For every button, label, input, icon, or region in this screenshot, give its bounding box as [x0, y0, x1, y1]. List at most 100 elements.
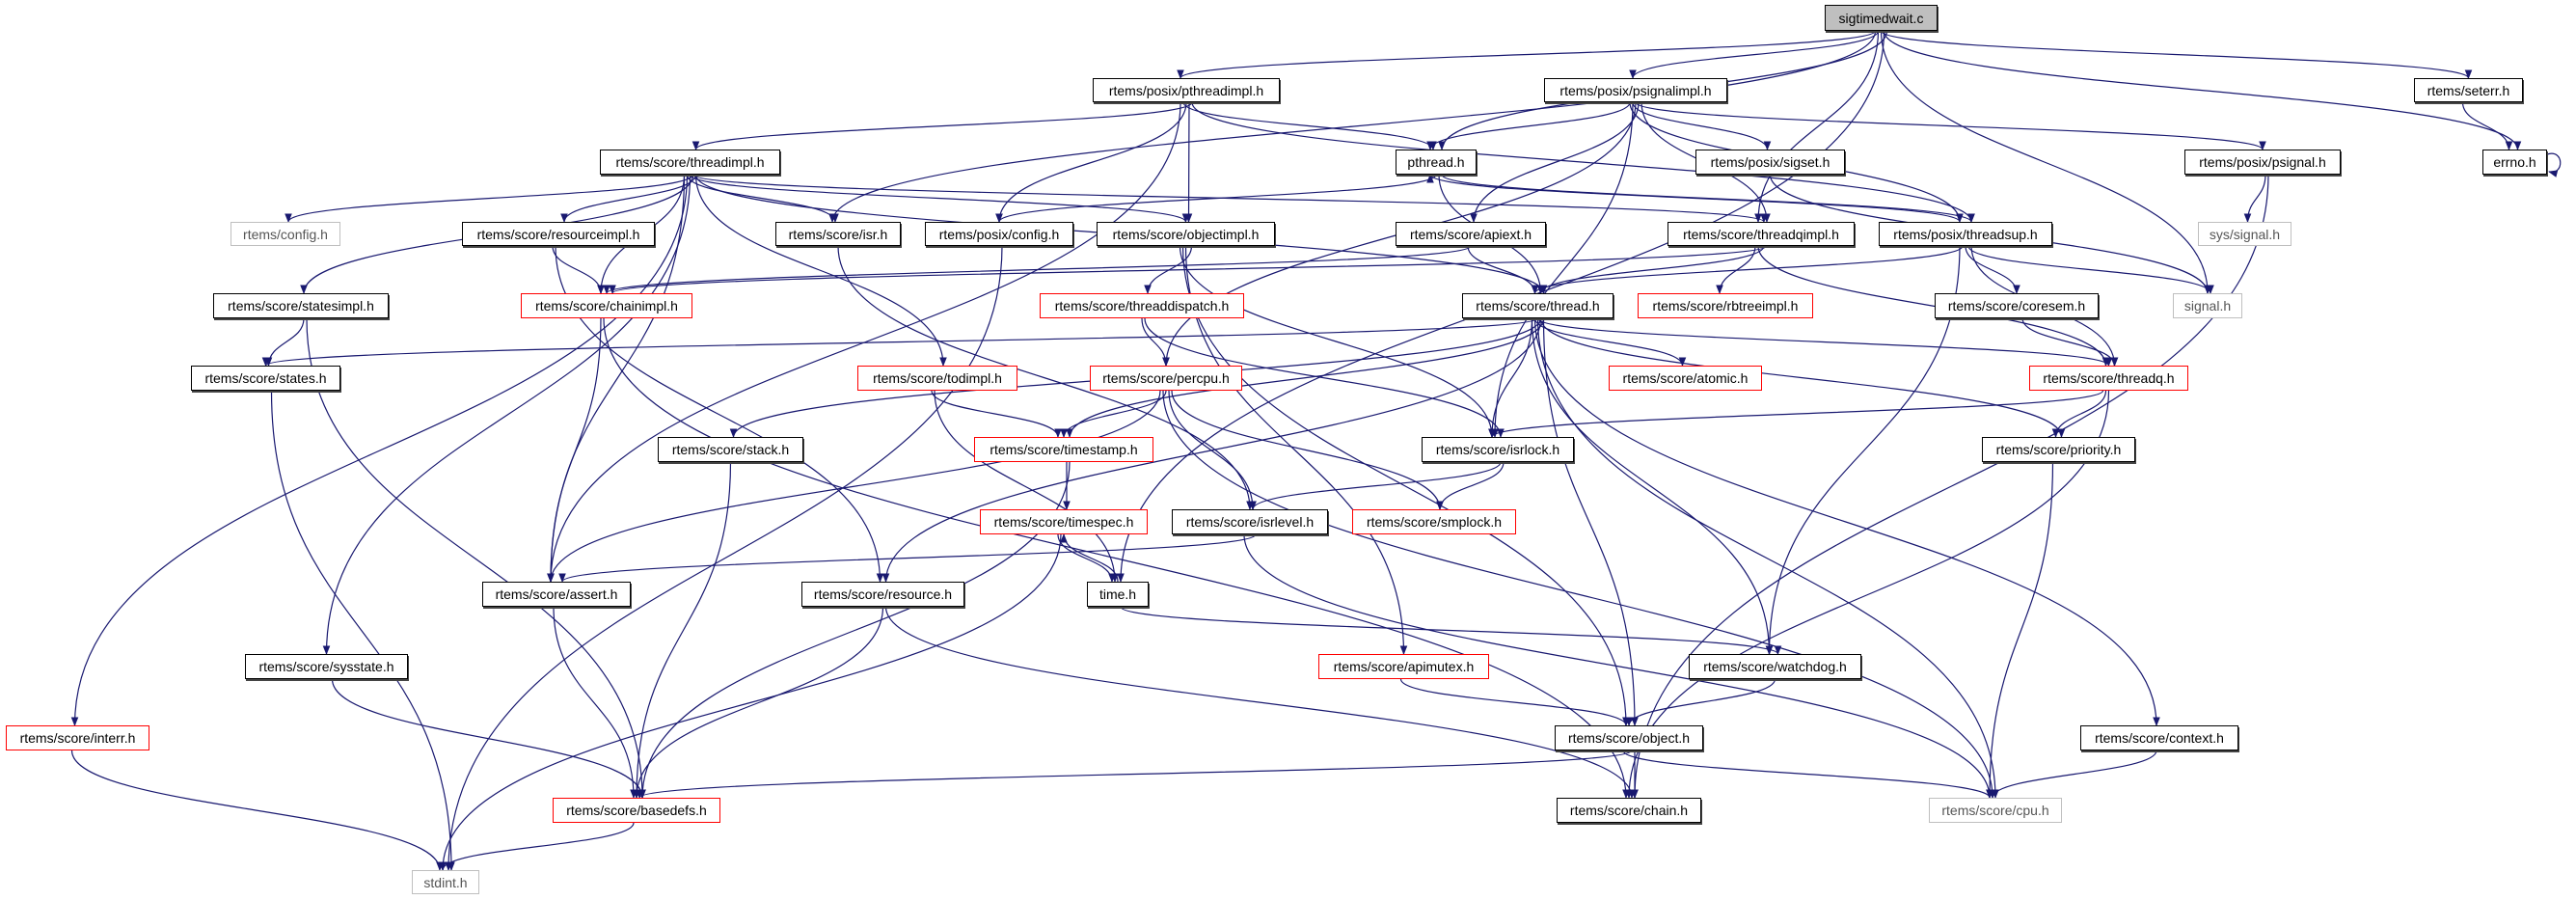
edge-interr-to-stdint: [70, 750, 444, 871]
node-resourceimpl[interactable]: rtems/score/resourceimpl.h: [462, 222, 655, 246]
edge-threadqimpl-to-threadq: [1757, 245, 2110, 367]
node-atomic[interactable]: rtems/score/atomic.h: [1609, 366, 1762, 391]
edge-seterr-to-errno: [2461, 101, 2513, 150]
node-pthreadimpl[interactable]: rtems/posix/pthreadimpl.h: [1093, 78, 1280, 102]
node-watchdog[interactable]: rtems/score/watchdog.h: [1689, 654, 1861, 679]
node-chain[interactable]: rtems/score/chain.h: [1557, 798, 1701, 823]
edge-thread-to-priority: [1539, 317, 2066, 438]
edge-threadq-to-priority: [2051, 390, 2107, 438]
node-isrlock[interactable]: rtems/score/isrlock.h: [1422, 437, 1574, 462]
node-resource[interactable]: rtems/score/resource.h: [801, 582, 964, 607]
node-threadsup[interactable]: rtems/posix/threadsup.h: [1879, 222, 2052, 246]
node-thread[interactable]: rtems/score/thread.h: [1462, 293, 1613, 318]
edge-errno-to-errno: [2546, 152, 2562, 177]
edge-threaddispatch-to-percpu: [1141, 317, 1170, 367]
edge-resource-to-chain: [884, 606, 1636, 799]
node-psignalimpl[interactable]: rtems/posix/psignalimpl.h: [1544, 78, 1727, 102]
node-todimpl[interactable]: rtems/score/todimpl.h: [857, 366, 1017, 391]
edge-percpu-to-smplock: [1171, 390, 1444, 510]
edge-threaddispatch-to-isrlock: [1144, 317, 1505, 438]
node-apiext[interactable]: rtems/score/apiext.h: [1396, 222, 1546, 246]
edge-thread-to-isrlock: [1488, 317, 1533, 438]
node-pthread[interactable]: pthread.h: [1396, 150, 1477, 175]
edge-sigtimedwait-to-signal: [1880, 30, 2211, 294]
edge-context-to-cpu: [1989, 750, 2157, 799]
edge-sigtimedwait-to-pthreadimpl: [1177, 30, 1877, 79]
node-rbtreeimpl[interactable]: rtems/score/rbtreeimpl.h: [1638, 293, 1813, 318]
node-apimutex[interactable]: rtems/score/apimutex.h: [1318, 654, 1489, 679]
edge-thread-to-timestamp: [1066, 317, 1545, 438]
node-smplock[interactable]: rtems/score/smplock.h: [1352, 509, 1516, 534]
node-priority[interactable]: rtems/score/priority.h: [1982, 437, 2135, 462]
edge-thread-to-resource: [881, 317, 1542, 583]
node-signal[interactable]: signal.h: [2173, 293, 2242, 318]
edge-isrlock-to-smplock: [1436, 461, 1505, 510]
node-statesimpl[interactable]: rtems/score/statesimpl.h: [213, 293, 389, 318]
edge-thread-to-cpu: [1536, 317, 1999, 799]
node-sigset[interactable]: rtems/posix/sigset.h: [1695, 150, 1845, 175]
node-assert[interactable]: rtems/score/assert.h: [482, 582, 631, 607]
edge-thread-to-states: [262, 317, 1539, 367]
edge-assert-to-basedefs: [553, 606, 637, 799]
edge-threadsup-to-signal: [1967, 245, 2214, 294]
node-timespec[interactable]: rtems/score/timespec.h: [980, 509, 1148, 534]
node-time[interactable]: time.h: [1087, 582, 1149, 607]
edge-threadimpl-to-interr: [70, 174, 689, 726]
node-errno[interactable]: errno.h: [2482, 150, 2547, 175]
node-seterr[interactable]: rtems/seterr.h: [2414, 78, 2523, 102]
node-sigtimedwait[interactable]: sigtimedwait.c: [1825, 5, 1938, 31]
node-stdint[interactable]: stdint.h: [412, 870, 479, 894]
node-threadq[interactable]: rtems/score/threadq.h: [2029, 366, 2188, 391]
edge-sigtimedwait-to-threadqimpl: [1754, 30, 1880, 223]
edge-basedefs-to-stdint: [439, 822, 635, 871]
node-cpu[interactable]: rtems/score/cpu.h: [1929, 798, 2062, 823]
edge-psignal-to-chain: [1631, 174, 2269, 799]
node-isr[interactable]: rtems/score/isr.h: [775, 222, 901, 246]
node-config[interactable]: rtems/config.h: [230, 222, 340, 246]
node-chainimpl[interactable]: rtems/score/chainimpl.h: [521, 293, 692, 318]
edge-thread-to-context: [1533, 317, 2160, 726]
edge-statesimpl-to-states: [264, 317, 305, 367]
node-sysstate[interactable]: rtems/score/sysstate.h: [245, 654, 408, 679]
node-stack[interactable]: rtems/score/stack.h: [658, 437, 803, 462]
node-interr[interactable]: rtems/score/interr.h: [6, 725, 149, 750]
edge-percpu-to-assert: [547, 390, 1161, 583]
edge-apiext-to-thread: [1467, 245, 1539, 294]
edge-objectimpl-to-object: [1181, 245, 1630, 726]
edge-objectimpl-to-isrlock: [1179, 245, 1496, 438]
node-objectimpl[interactable]: rtems/score/objectimpl.h: [1097, 222, 1275, 246]
node-percpu[interactable]: rtems/score/percpu.h: [1090, 366, 1242, 391]
node-basedefs[interactable]: rtems/score/basedefs.h: [553, 798, 720, 823]
edge-psignalimpl-to-psignal: [1635, 101, 2266, 150]
node-isrlevel[interactable]: rtems/score/isrlevel.h: [1172, 509, 1328, 534]
node-threadqimpl[interactable]: rtems/score/threadqimpl.h: [1668, 222, 1855, 246]
node-psignal[interactable]: rtems/posix/psignal.h: [2184, 150, 2341, 175]
node-threadimpl[interactable]: rtems/score/threadimpl.h: [600, 150, 780, 175]
edge-threadimpl-to-isr: [686, 174, 839, 223]
edge-pthreadimpl-to-assert: [547, 101, 1181, 583]
edge-apimutex-to-object: [1399, 678, 1630, 726]
node-timestamp[interactable]: rtems/score/timestamp.h: [974, 437, 1153, 462]
edge-pthreadimpl-to-pthread: [1182, 101, 1437, 150]
edge-isrlevel-to-assert: [558, 533, 1257, 583]
node-object[interactable]: rtems/score/object.h: [1555, 725, 1703, 750]
node-syssignal[interactable]: sys/signal.h: [2198, 222, 2291, 246]
node-threaddispatch[interactable]: rtems/score/threaddispatch.h: [1040, 293, 1244, 318]
node-pconfig[interactable]: rtems/posix/config.h: [925, 222, 1073, 246]
node-coresem[interactable]: rtems/score/coresem.h: [1935, 293, 2099, 318]
edge-time-to-watchdog: [1120, 606, 1782, 655]
edge-thread-to-atomic: [1533, 317, 1687, 367]
edge-sysstate-to-basedefs: [331, 678, 646, 799]
edge-sigtimedwait-to-psignalimpl: [1629, 30, 1880, 79]
node-context[interactable]: rtems/score/context.h: [2080, 725, 2238, 750]
edge-sigtimedwait-to-errno: [1883, 30, 2522, 150]
edge-threadq-to-chain: [1625, 390, 2110, 799]
edge-pthreadimpl-to-threadimpl: [691, 101, 1193, 150]
node-states[interactable]: rtems/score/states.h: [191, 366, 340, 391]
edge-psignalimpl-to-pthread: [1426, 101, 1631, 150]
edge-isrlevel-to-cpu: [1243, 533, 1993, 799]
edge-object-to-cpu: [1622, 750, 1993, 799]
edge-pthreadimpl-to-objectimpl: [1184, 101, 1193, 223]
